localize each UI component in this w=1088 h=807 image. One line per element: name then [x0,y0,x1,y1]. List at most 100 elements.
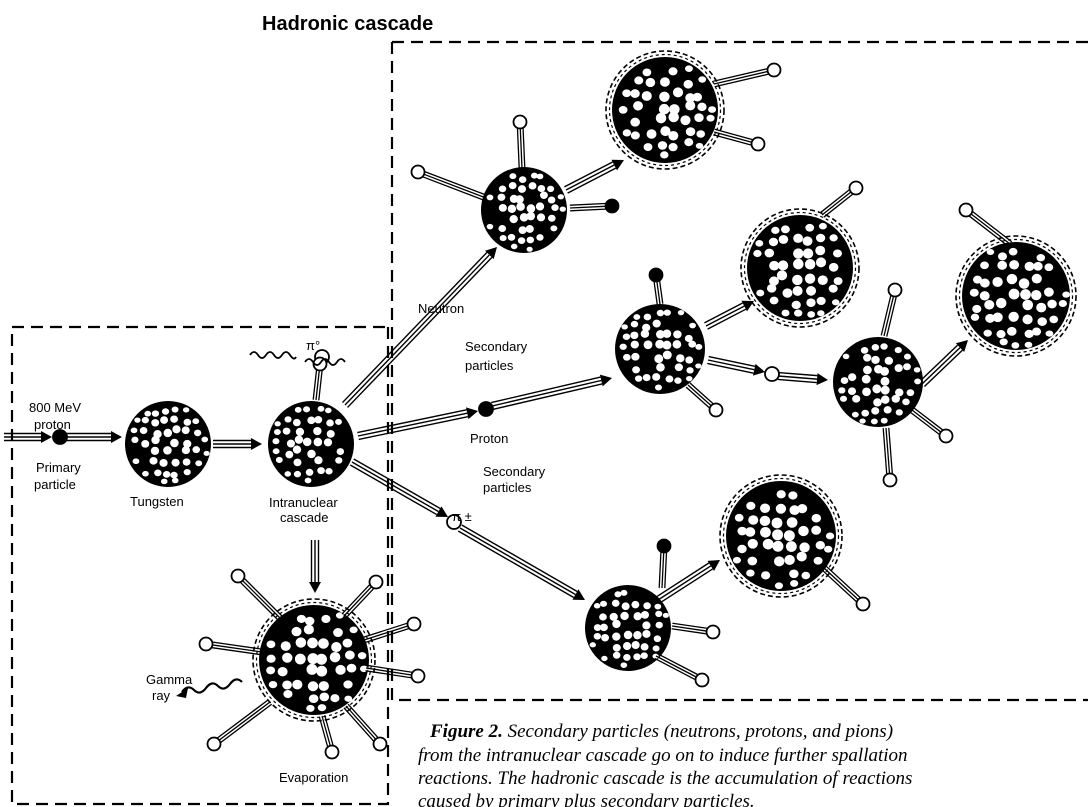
figure-caption-line2: from the intranuclear cascade go on to i… [418,745,908,766]
nucleon [1025,262,1035,271]
nucleon [673,340,682,348]
nucleon [644,314,652,321]
stub-ur-top [820,182,862,218]
nucleon [600,624,608,632]
nucleon [1037,254,1046,261]
particle-track-line [424,174,486,198]
nucleon [527,237,534,244]
nucleon [316,654,327,665]
nucleon [131,437,138,443]
nucleon [282,653,292,663]
stub-p-top [650,269,663,305]
particle-track-line [822,192,851,215]
nucleon [643,602,651,609]
nucleon [590,642,596,647]
nucleon [643,374,651,381]
nucleon [1044,288,1054,297]
nucleon [548,215,556,222]
nucleon [794,310,802,317]
nucleon [183,407,189,412]
stub-evap-se [344,704,387,750]
nucleon [1036,303,1046,313]
nucleon [697,103,706,111]
nucleon [151,419,159,426]
nucleon [303,438,312,447]
particle-track-line [713,135,751,145]
nucleon [529,182,537,189]
arrow-to-far-right-nucleus [920,340,968,387]
nucleon [144,411,151,417]
nucleon [805,273,815,283]
nucleon [314,456,322,464]
nucleon [624,631,633,640]
nucleon [829,285,838,293]
nucleon [619,106,628,114]
nucleon [269,681,277,688]
arrow-head [817,373,828,385]
nucleon [652,373,660,381]
far-right-product-nucleus [956,236,1076,356]
nucleon [872,384,881,393]
stub-snuc-bottom [883,428,896,487]
nucleon [163,446,172,455]
pi-zero-wave-left [250,352,296,359]
nucleon [551,204,558,211]
particle-track-line [219,702,270,740]
nucleon [862,375,871,384]
neutron-particle [960,204,973,217]
arrow-shaft-line [352,462,438,512]
arrow-shaft-line [359,417,468,440]
nucleon [1044,263,1053,271]
arrow-shaft-line [566,165,614,190]
nucleon [335,665,345,675]
nucleon [623,354,631,361]
particle-track-line [656,656,696,677]
nucleon [612,620,620,628]
nucleon [314,438,323,447]
nucleon [777,490,786,498]
nucleon [171,459,179,467]
arrow-to-top-nucleus [564,160,624,193]
nucleon [684,138,693,146]
nucleon [861,347,869,354]
nucleon [500,235,507,241]
nucleon [997,261,1007,270]
nucleon [623,654,631,661]
nucleon [547,186,554,192]
nucleon [630,332,638,339]
nucleon [861,410,869,417]
nucleon [631,321,638,328]
particle-track-line [665,553,667,589]
nucleon [305,478,312,484]
nucleon [871,407,879,414]
nucleon [666,375,674,382]
nucleon [863,354,871,362]
nucleon [880,377,889,386]
nucleon [284,416,291,422]
nucleon [613,652,621,659]
nucleon [1008,312,1018,322]
nucleon [817,297,826,305]
pi-pm-label: π ± [452,509,472,524]
gamma-label-line2: ray [152,688,171,703]
particle-track-line [824,568,858,600]
nucleon [654,604,661,610]
nucleon [998,252,1007,260]
figure-caption-line3: reactions. The hadronic cascade is the a… [418,768,912,789]
particle-track-line [659,552,661,588]
nucleon [746,569,754,576]
nucleon [314,416,322,423]
nucleon [642,630,650,638]
nucleon [172,425,180,433]
nucleon [172,478,179,484]
nucleon [318,704,326,711]
arrow-to-upper-right-nucleus [704,301,754,329]
nucleon [297,615,306,623]
nucleon [779,235,789,244]
nucleon [774,556,784,566]
nucleon [318,638,329,648]
nucleon [192,418,199,424]
nucleon [527,247,533,252]
nucleon [984,300,994,310]
particle-track-line [520,128,522,168]
